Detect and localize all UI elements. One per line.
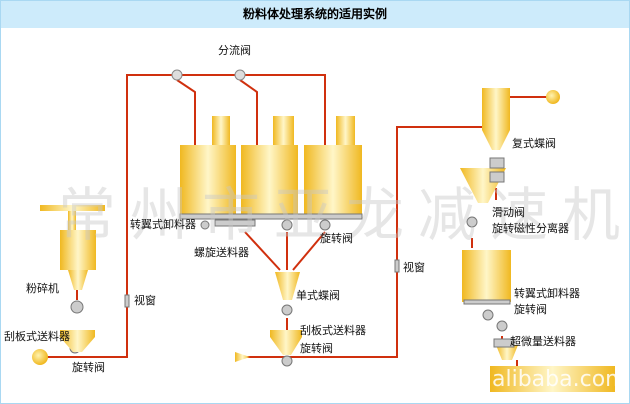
label-slide-valve: 滑动阀: [492, 206, 525, 219]
label-rotary-valve-right: 旋转阀: [514, 303, 547, 316]
label-diverter-valve: 分流阀: [218, 44, 251, 57]
diverter-valve-icons: [171, 69, 246, 81]
label-double-butterfly-valve: 复式蝶阀: [512, 137, 556, 150]
label-rotary-discharger-left: 转翼式卸料器: [130, 218, 196, 231]
label-micro-feeder: 超微量送料器: [510, 335, 576, 348]
diagram-title: 粉料体处理系统的适用实例: [1, 1, 629, 28]
crusher-line: [40, 205, 105, 352]
silo-valves: [179, 213, 363, 231]
label-scraper-feeder-left: 刮板式送料器: [4, 330, 70, 343]
label-crusher: 粉碎机: [26, 282, 59, 295]
logo-watermark: alibaba.com: [492, 367, 627, 392]
silos: [180, 116, 362, 215]
blower-right: [546, 90, 560, 104]
label-single-butterfly-valve: 单式蝶阀: [296, 289, 340, 302]
label-rotary-valve-mid: 旋转阀: [300, 342, 333, 355]
label-rotary-discharger-right: 转翼式卸料器: [514, 287, 580, 300]
label-screw-feeder: 螺旋送料器: [194, 246, 249, 259]
middle-hoppers: [235, 272, 302, 362]
blower-left: [32, 349, 48, 365]
watermark-text: 常州市亚龙减速机厂: [58, 181, 630, 249]
label-sight-glass-left: 视窗: [134, 294, 156, 307]
label-rotary-valve-left: 旋转阀: [72, 361, 105, 374]
label-magnetic-separator: 旋转磁性分离器: [492, 222, 569, 235]
label-sight-glass-right: 视窗: [403, 261, 425, 274]
pipes: [40, 74, 548, 366]
label-rotary-valve-silos: 旋转阀: [320, 232, 353, 245]
label-scraper-feeder-mid: 刮板式送料器: [300, 324, 366, 337]
